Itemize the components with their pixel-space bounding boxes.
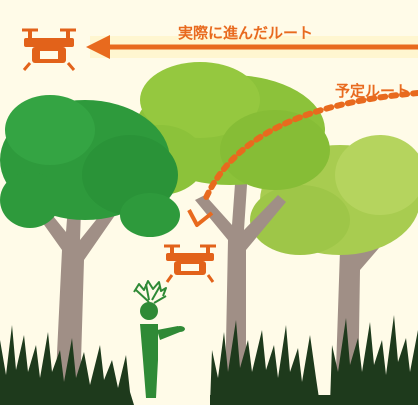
planned-route-line [202, 90, 418, 203]
planned-route-arrowhead [187, 209, 214, 227]
planned-route-label: 予定ルート [335, 82, 410, 100]
actual-route-arrowhead [86, 35, 110, 59]
alert-zigzag-icon [133, 280, 167, 297]
person-icon [140, 302, 185, 398]
grass [0, 315, 418, 405]
top-drone-icon [22, 28, 76, 71]
alert-burst-icon [135, 283, 167, 304]
forest-drone-icon [164, 244, 216, 283]
tree-left [0, 95, 180, 395]
actual-route-label: 実際に進んだルート [178, 24, 313, 42]
tree-middle [115, 62, 330, 395]
